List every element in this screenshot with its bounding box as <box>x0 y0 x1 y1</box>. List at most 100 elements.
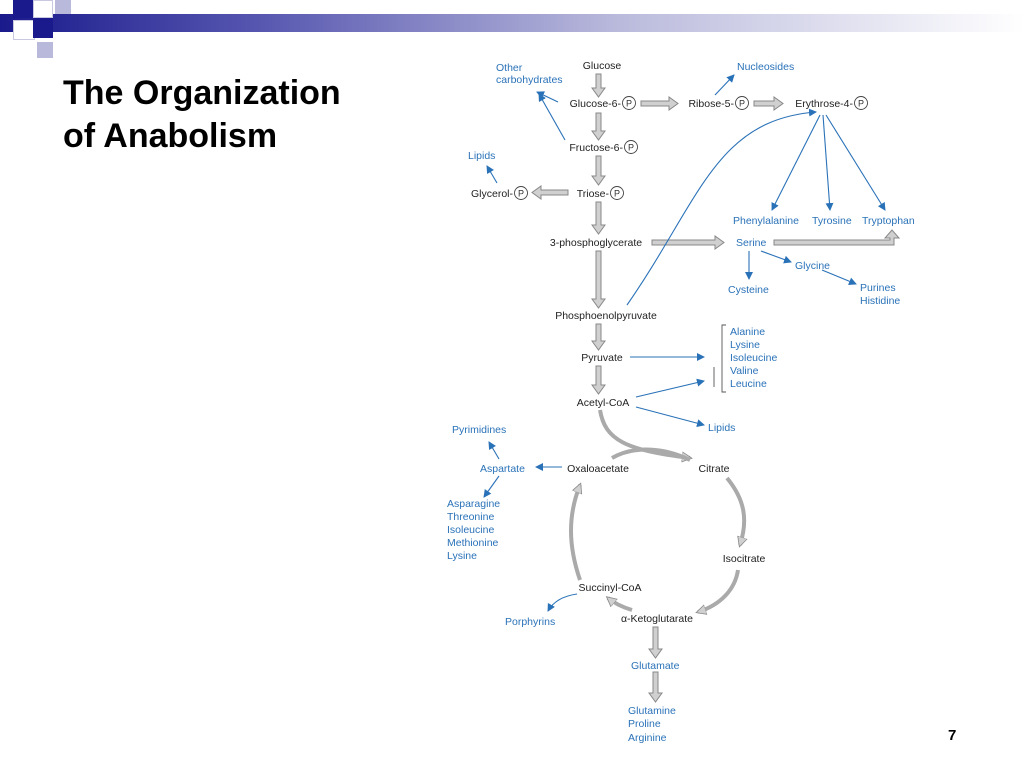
slide-title: The Organization of Anabolism <box>63 72 341 158</box>
decorative-square <box>33 0 53 18</box>
node-glucose: Glucose <box>583 60 622 72</box>
phosphate-circle <box>854 96 868 110</box>
decorative-square <box>33 18 53 38</box>
product-lysine: Lysine <box>730 339 760 351</box>
decorative-square <box>13 0 33 18</box>
arrow-serine-to-glycine <box>760 250 792 264</box>
arrow-erythrose-to-tryptophan <box>825 114 886 211</box>
node-citrate: Citrate <box>699 463 730 475</box>
product-other-carbohydrates-line2: carbohydrates <box>496 74 563 86</box>
arrow-aspartate-to-pyrimidines <box>488 441 500 460</box>
phosphate-symbol: P <box>626 99 632 109</box>
arrow-f6p-to-triose <box>591 155 606 186</box>
arrow-ribose-to-erythrose <box>753 96 784 111</box>
slide-title-line-2: of Anabolism <box>63 117 278 155</box>
product-histidine: Histidine <box>860 295 900 307</box>
product-alanine: Alanine <box>730 326 765 338</box>
phosphate-symbol: P <box>614 189 620 199</box>
product-glutamine: Glutamine <box>628 705 676 717</box>
arrow-3pg-to-pep <box>591 250 606 309</box>
phosphate-circle <box>735 96 749 110</box>
phosphate-symbol: P <box>518 189 524 199</box>
arrow-pyruvate-to-acetylcoa <box>591 365 606 395</box>
product-tyrosine: Tyrosine <box>812 215 852 227</box>
arrow-g6p-to-ribose <box>640 96 679 111</box>
arrow-citrate-to-isocitrate <box>725 476 744 545</box>
node-fructose-6-p: Fructose-6- <box>569 142 623 154</box>
arrow-ketoglutarate-to-succinylcoa <box>608 598 633 612</box>
arrow-serine-to-tryptophan <box>773 229 901 246</box>
arrow-succinylcoa-to-porphyrins <box>547 593 578 612</box>
node-erythrose-4-p: Erythrose-4- <box>795 98 853 110</box>
arrow-triose-to-3pg <box>591 201 606 235</box>
arrow-f6p-to-other-carbs <box>538 93 566 141</box>
arrow-erythrose-to-tyrosine <box>822 114 834 211</box>
arrow-isocitrate-to-ketoglutarate <box>698 569 740 612</box>
product-labels: Other carbohydrates Nucleosides Lipids P… <box>447 61 915 744</box>
product-phenylalanine: Phenylalanine <box>733 215 799 227</box>
node-ribose-5-p: Ribose-5- <box>688 98 734 110</box>
product-asparagine: Asparagine <box>447 498 500 510</box>
arrow-pep-to-erythrose <box>626 108 817 306</box>
phosphate-circle <box>514 186 528 200</box>
phosphate-circle <box>610 186 624 200</box>
arrow-g6p-to-f6p <box>591 112 606 141</box>
decorative-square <box>55 0 71 14</box>
header-gradient-bar <box>0 14 1024 32</box>
phosphate-symbol: P <box>628 143 634 153</box>
biosynthesis-arrows <box>483 74 886 612</box>
arrow-succinylcoa-to-oxaloacetate <box>569 485 580 581</box>
node-oxaloacetate: Oxaloacetate <box>567 463 629 475</box>
product-tryptophan: Tryptophan <box>862 215 915 227</box>
product-lipids-top: Lipids <box>468 150 495 162</box>
arrow-glutamate-to-family <box>648 671 663 703</box>
product-valine: Valine <box>730 365 759 377</box>
product-isoleucine: Isoleucine <box>730 352 777 364</box>
phosphate-circle <box>624 140 638 154</box>
product-serine: Serine <box>736 237 767 249</box>
phosphate-circle <box>622 96 636 110</box>
slide-title-line-1: The Organization <box>63 74 341 112</box>
node-isocitrate: Isocitrate <box>723 553 766 565</box>
node-succinyl-coa: Succinyl-CoA <box>578 582 641 594</box>
arrow-aspartate-to-family <box>483 475 500 498</box>
product-other-carbohydrates-line1: Other <box>496 62 523 74</box>
product-aspartate: Aspartate <box>480 463 525 475</box>
product-arginine: Arginine <box>628 732 667 744</box>
product-glycine: Glycine <box>795 260 830 272</box>
node-pyruvate: Pyruvate <box>581 352 623 364</box>
product-porphyrins: Porphyrins <box>505 616 555 628</box>
node-acetyl-coa: Acetyl-CoA <box>577 397 630 409</box>
arrow-ketoglutarate-to-glutamate <box>648 626 663 659</box>
node-3-phosphoglycerate: 3-phosphoglycerate <box>550 237 642 249</box>
product-isoleucine-2: Isoleucine <box>447 524 494 536</box>
amino-group-bracket <box>721 324 726 393</box>
arrow-acetylcoa-to-citrate <box>598 409 690 458</box>
arrow-3pg-to-serine <box>651 235 725 250</box>
product-glutamate: Glutamate <box>631 660 680 672</box>
arrow-acetylcoa-to-amino-group <box>635 378 705 398</box>
product-methionine: Methionine <box>447 537 499 549</box>
product-proline: Proline <box>628 718 661 730</box>
phosphate-symbol: P <box>739 99 745 109</box>
product-cysteine: Cysteine <box>728 284 769 296</box>
arrow-glycerol-to-lipids <box>486 165 498 184</box>
intermediate-labels: Glucose Glucose-6- Ribose-5- Erythrose-4… <box>471 60 854 625</box>
product-pyrimidines: Pyrimidines <box>452 424 506 436</box>
node-glycerol-p: Glycerol- <box>471 188 514 200</box>
node-triose-p: Triose- <box>577 188 610 200</box>
node-phosphoenolpyruvate: Phosphoenolpyruvate <box>555 310 657 322</box>
node-glucose-6-p: Glucose-6- <box>570 98 622 110</box>
arrow-oxaloacetate-to-citrate <box>611 447 691 462</box>
product-threonine: Threonine <box>447 511 494 523</box>
product-nucleosides: Nucleosides <box>737 61 794 73</box>
page-number: 7 <box>948 727 957 744</box>
node-alpha-ketoglutarate: α-Ketoglutarate <box>621 613 693 625</box>
product-purines: Purines <box>860 282 896 294</box>
product-lysine-2: Lysine <box>447 550 477 562</box>
main-pathway-arrows <box>531 73 901 703</box>
phosphate-symbol: P <box>858 99 864 109</box>
product-lipids-bottom: Lipids <box>708 422 735 434</box>
arrow-acetylcoa-to-lipids <box>635 406 705 428</box>
